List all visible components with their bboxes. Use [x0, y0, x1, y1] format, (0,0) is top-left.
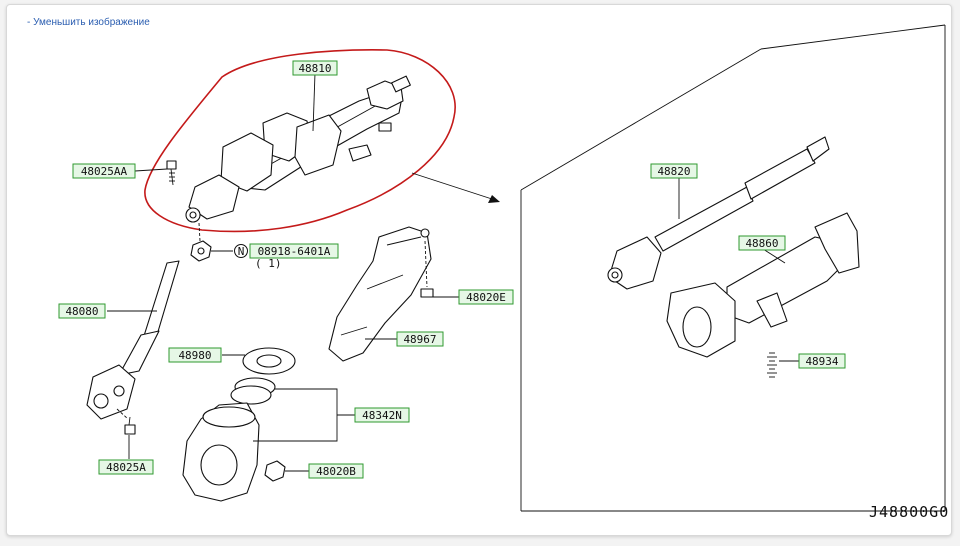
- seal-48980: [242, 347, 296, 375]
- svg-text:48080: 48080: [65, 305, 98, 318]
- label-48820: 48820: [650, 163, 698, 179]
- svg-text:48025AA: 48025AA: [81, 165, 128, 178]
- shrink-image-link[interactable]: - Уменьшить изображение: [27, 17, 150, 28]
- label-48967: 48967: [396, 331, 444, 347]
- bolt-48025A: [116, 408, 136, 435]
- parts-diagram: 48810 48025AA N 08918-6401A ( 1) 48080 4…: [58, 24, 946, 512]
- column-jacket-48860: [666, 212, 860, 358]
- label-48810: 48810: [292, 60, 338, 76]
- svg-text:N: N: [238, 245, 245, 258]
- label-48025AA: 48025AA: [72, 163, 136, 179]
- label-48020B: 48020B: [308, 463, 364, 479]
- svg-text:( 1): ( 1): [255, 257, 282, 270]
- svg-text:48860: 48860: [745, 237, 778, 250]
- svg-text:48025A: 48025A: [106, 461, 146, 474]
- label-48025A: 48025A: [98, 459, 154, 475]
- highlight-outline: [144, 49, 456, 233]
- svg-text:48820: 48820: [657, 165, 690, 178]
- spring-48934: [767, 352, 777, 378]
- label-48980: 48980: [168, 347, 222, 363]
- label-48080: 48080: [58, 303, 106, 319]
- svg-text:48810: 48810: [298, 62, 331, 75]
- diagram-code: J48800G0: [869, 503, 950, 521]
- svg-text:48967: 48967: [403, 333, 436, 346]
- steering-column-assembly-48810: [185, 75, 411, 223]
- label-48860: 48860: [738, 235, 786, 251]
- svg-text:48980: 48980: [178, 349, 211, 362]
- label-08918: N 08918-6401A ( 1): [234, 243, 339, 270]
- detail-panel: [520, 24, 946, 512]
- svg-text:08918-6401A: 08918-6401A: [258, 245, 331, 258]
- column-cover-48967: [328, 226, 432, 362]
- svg-text:48934: 48934: [805, 355, 838, 368]
- nut-48020B: [264, 460, 286, 482]
- svg-text:48342N: 48342N: [362, 409, 402, 422]
- label-48342N: 48342N: [354, 407, 410, 423]
- label-48934: 48934: [798, 353, 846, 369]
- arrow-to-detail: [411, 172, 500, 203]
- label-48020E: 48020E: [458, 289, 514, 305]
- clip-48020E: [420, 288, 434, 298]
- svg-text:48020E: 48020E: [466, 291, 506, 304]
- bolt-48025AA: [166, 160, 177, 186]
- bracket-48342N: [253, 388, 355, 442]
- leader-lines: [107, 72, 799, 472]
- boot-48342N: [182, 402, 260, 502]
- diagram-frame: - Уменьшить изображение: [6, 4, 952, 536]
- nut-08918: [190, 222, 212, 262]
- shaft-48820: [607, 136, 830, 290]
- svg-text:48020B: 48020B: [316, 465, 356, 478]
- lower-shaft-48080: [86, 260, 180, 420]
- rings-48342N: [230, 377, 276, 405]
